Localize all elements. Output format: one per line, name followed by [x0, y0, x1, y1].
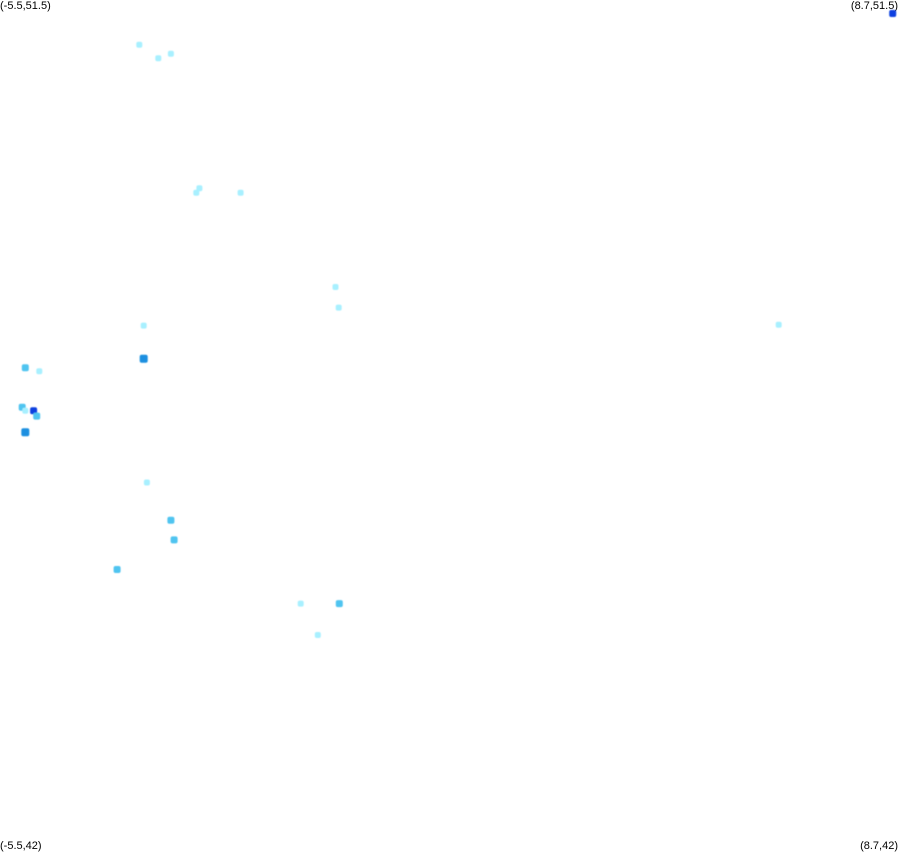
corner-label-top-left: (-5.5,51.5) [0, 0, 51, 12]
corner-label-bottom-right: (8.7,42) [860, 840, 898, 852]
density-point [36, 368, 43, 375]
density-point [332, 284, 339, 290]
density-point [889, 10, 897, 17]
density-point [143, 479, 150, 486]
density-point [136, 41, 143, 48]
density-point [335, 304, 342, 311]
density-point [21, 364, 29, 372]
corner-label-bottom-left: (-5.5,42) [0, 840, 42, 852]
density-point [335, 600, 343, 608]
density-point [167, 50, 174, 57]
density-point [33, 412, 41, 420]
density-point [314, 632, 321, 638]
density-point [155, 55, 162, 62]
density-point [140, 322, 147, 329]
density-point [193, 189, 200, 196]
density-point [237, 189, 244, 196]
density-point [775, 321, 782, 328]
density-point [170, 536, 178, 544]
corner-label-top-right: (8.7,51.5) [850, 0, 898, 12]
density-point [30, 407, 38, 415]
density-point [167, 516, 175, 524]
density-point [22, 407, 29, 414]
density-point [21, 428, 30, 437]
density-point [297, 600, 304, 607]
density-point [113, 566, 121, 573]
density-point [196, 185, 203, 192]
density-point [139, 354, 148, 363]
